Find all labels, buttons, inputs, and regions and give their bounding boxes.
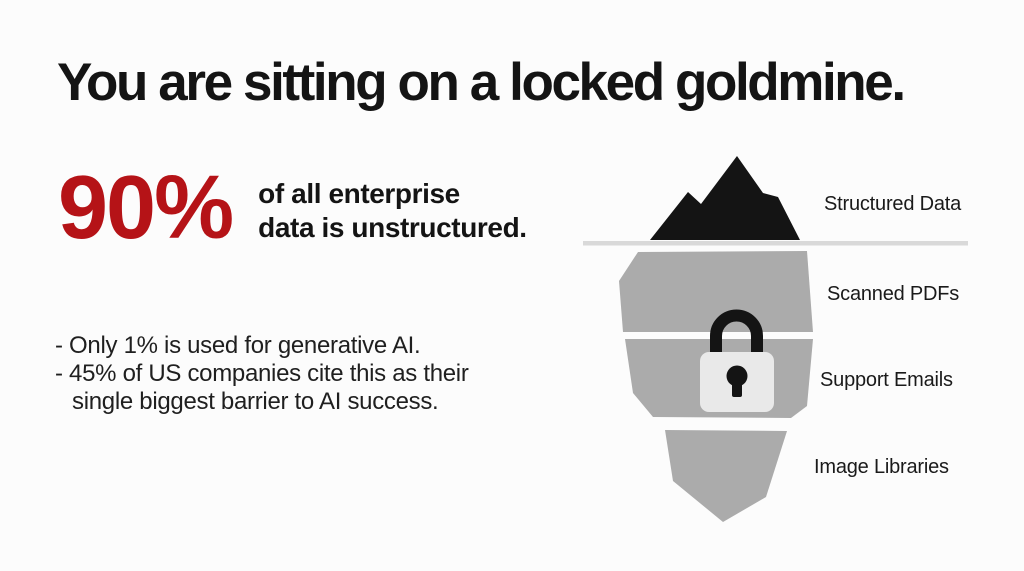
slide-title: You are sitting on a locked goldmine. — [57, 53, 906, 112]
stat-description: of all enterprise data is unstructured. — [258, 166, 527, 244]
bullet-line-1: - Only 1% is used for generative AI. — [55, 332, 421, 359]
label-structured-data: Structured Data — [824, 193, 962, 215]
label-support-emails: Support Emails — [820, 369, 953, 391]
stat-value: 90% — [58, 158, 234, 258]
keyhole-stem — [732, 380, 742, 397]
stat-description-line-2: data is unstructured. — [258, 211, 527, 243]
bullet-list: - Only 1% is used for generative AI. - 4… — [55, 332, 469, 416]
waterline — [583, 241, 968, 246]
label-image-libraries: Image Libraries — [814, 456, 949, 478]
iceberg-section-scanned-pdfs — [619, 251, 813, 332]
keyhole-icon — [726, 365, 748, 387]
label-scanned-pdfs: Scanned PDFs — [827, 283, 960, 305]
bullet-line-2-wrap: single biggest barrier to AI success. — [72, 388, 439, 416]
stat-description-line-1: of all enterprise — [258, 178, 460, 209]
iceberg-diagram — [583, 156, 968, 522]
padlock-icon — [700, 309, 774, 412]
bullet-line-2: - 45% of US companies cite this as their — [55, 360, 469, 388]
mountain-peak-icon — [650, 156, 800, 240]
iceberg-section-image-libraries — [665, 430, 787, 522]
stat-block: 90% of all enterprise data is unstructur… — [58, 158, 527, 258]
padlock-shackle — [710, 309, 763, 357]
